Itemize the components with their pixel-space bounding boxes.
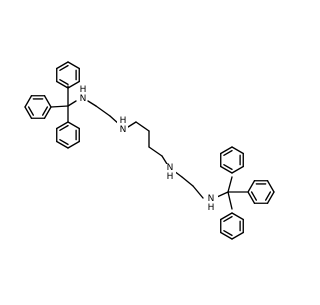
ring-1-inner-1 — [59, 79, 69, 86]
ring-4-edge-4 — [231, 146, 244, 155]
ring-1-edge-1 — [56, 80, 69, 89]
chain-bond-2 — [87, 100, 97, 107]
chemical-structure-diagram: H N H N N H N H — [24, 61, 275, 240]
amine-2-h-label: H — [120, 116, 127, 126]
ring-2-edge-4 — [24, 95, 33, 108]
ring-3-edge-3 — [56, 121, 69, 130]
ring-6-edge-1 — [220, 231, 233, 240]
ring-6-edge-3 — [220, 212, 233, 221]
ring-5-inner-2 — [250, 191, 257, 201]
ring-5-edge-4 — [247, 180, 256, 193]
ring-2-edge-3 — [24, 106, 33, 119]
chain-bond-8 — [148, 146, 163, 157]
ring-4-edge-1 — [220, 165, 233, 174]
amine-4-n-label: N — [208, 194, 215, 204]
amine-group-3: N H — [165, 163, 176, 182]
chain-bond-12 — [192, 185, 204, 199]
amine-group-1: H N — [77, 85, 88, 104]
ring-2-edge-6 — [43, 95, 52, 108]
ring-1-inner-2 — [59, 64, 69, 71]
ring-4-edge-3 — [220, 146, 233, 155]
ring-2-edge-1 — [43, 106, 52, 119]
chain-bond-5 — [127, 121, 137, 128]
atom-label-layer: H N H N N H N H — [77, 85, 218, 213]
amine-2-n-label: N — [120, 125, 127, 135]
bond-layer — [50, 85, 248, 210]
amine-4-h-label: H — [208, 203, 215, 213]
amine-3-n-label: N — [167, 163, 174, 173]
chain-bond-13 — [216, 191, 229, 198]
amine-group-2: H N — [117, 116, 128, 135]
phenyl-ring-3 — [56, 121, 80, 149]
phenyl-ring-4 — [220, 146, 244, 174]
ring-6-edge-4 — [231, 212, 244, 221]
trityl-1-bond-2 — [50, 105, 69, 108]
chain-bond-1 — [67, 100, 77, 107]
ring-4-inner-2 — [223, 149, 233, 156]
ring-2-inner-2 — [27, 106, 34, 116]
ring-layer — [24, 61, 275, 240]
ring-4-inner-1 — [223, 164, 233, 171]
ring-4-edge-6 — [231, 165, 244, 174]
ring-3-edge-4 — [67, 121, 80, 130]
ring-6-inner-1 — [223, 230, 233, 237]
phenyl-ring-6 — [220, 212, 244, 240]
ring-1-edge-4 — [67, 61, 80, 70]
chain-bond-11 — [181, 176, 194, 187]
amine-group-4: N H — [206, 194, 218, 213]
ring-2-inner-1 — [42, 106, 49, 116]
ring-5-edge-1 — [266, 191, 275, 204]
chain-bond-3 — [95, 105, 111, 117]
amine-1-n-label: N — [80, 94, 87, 104]
amine-3-h-label: H — [167, 172, 174, 182]
trityl-2-bond-3 — [227, 191, 233, 210]
ring-1-edge-6 — [67, 80, 80, 89]
phenyl-ring-1 — [56, 61, 80, 89]
chain-bond-6 — [135, 121, 150, 132]
ring-5-edge-3 — [247, 191, 256, 204]
ring-3-inner-1 — [59, 139, 69, 146]
ring-3-edge-1 — [56, 140, 69, 149]
structure-canvas: H N H N N H N H — [24, 61, 275, 240]
phenyl-ring-2 — [24, 95, 52, 119]
ring-3-edge-6 — [67, 140, 80, 149]
ring-6-inner-2 — [223, 215, 233, 222]
trityl-2-bond-1 — [227, 176, 233, 193]
phenyl-ring-5 — [247, 180, 275, 204]
ring-6-edge-6 — [231, 231, 244, 240]
ring-3-inner-2 — [59, 124, 69, 131]
ring-1-edge-3 — [56, 61, 69, 70]
amine-1-h-label: H — [80, 85, 87, 95]
ring-5-inner-1 — [265, 191, 272, 201]
chain-bond-9 — [161, 155, 168, 165]
ring-5-edge-6 — [266, 180, 275, 193]
